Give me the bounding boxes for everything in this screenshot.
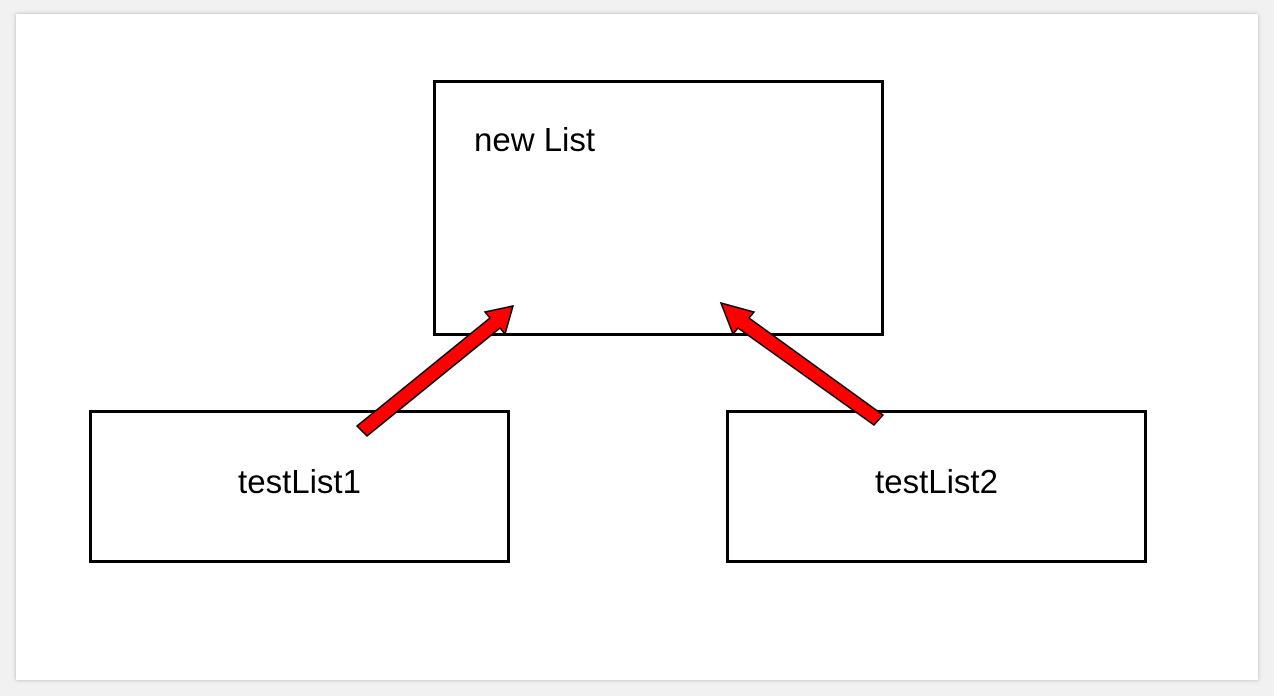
new-list-label: new List	[474, 121, 596, 158]
test-list-2-box: testList2	[726, 410, 1147, 563]
test-list-1-box: testList1	[89, 410, 510, 563]
test-list-2-label: testList2	[875, 463, 998, 500]
new-list-box: new List	[433, 80, 884, 336]
test-list-1-label: testList1	[238, 463, 361, 500]
